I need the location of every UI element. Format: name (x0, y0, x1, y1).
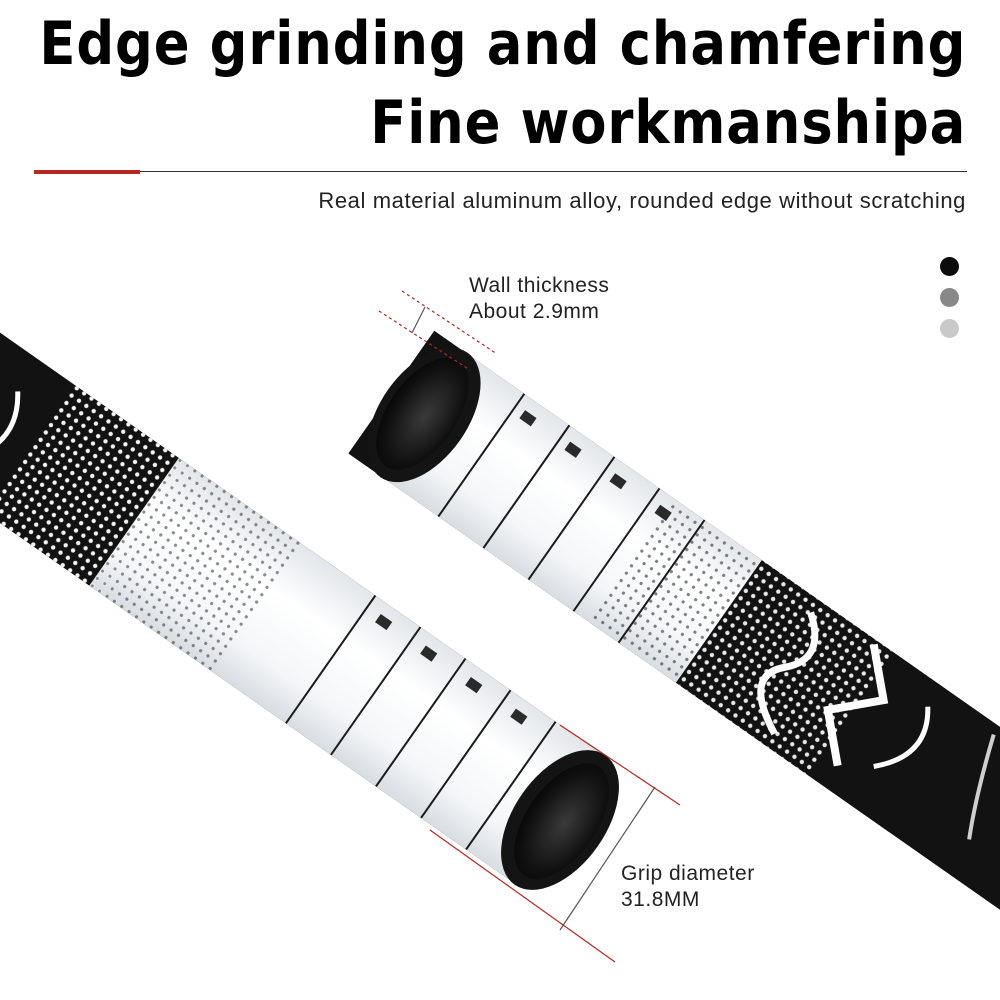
wall-thickness-label: Wall thickness (469, 274, 610, 297)
color-selector (940, 257, 960, 350)
header-divider (34, 171, 967, 172)
header-accent-bar (34, 170, 140, 174)
upper-bar (348, 330, 1000, 1000)
title-line-1: Edge grinding and chamfering (39, 9, 966, 79)
wall-thickness-value: About 2.9mm (469, 300, 600, 323)
lower-bar (0, 194, 619, 890)
grip-diameter-callout: Grip diameter 31.8MM (621, 861, 755, 913)
title-line-2: Fine workmanshipa (370, 88, 966, 158)
subtitle: Real material aluminum alloy, rounded ed… (318, 188, 966, 213)
color-swatch-black[interactable] (940, 257, 959, 276)
grip-diameter-value: 31.8MM (621, 888, 700, 911)
wall-thickness-callout: Wall thickness About 2.9mm (469, 273, 609, 325)
color-swatch-gray[interactable] (940, 288, 959, 307)
color-swatch-light-gray[interactable] (940, 319, 959, 338)
grip-diameter-label: Grip diameter (621, 862, 755, 885)
grip-diameter-indicator (429, 724, 681, 963)
wall-thickness-indicator (378, 290, 498, 371)
